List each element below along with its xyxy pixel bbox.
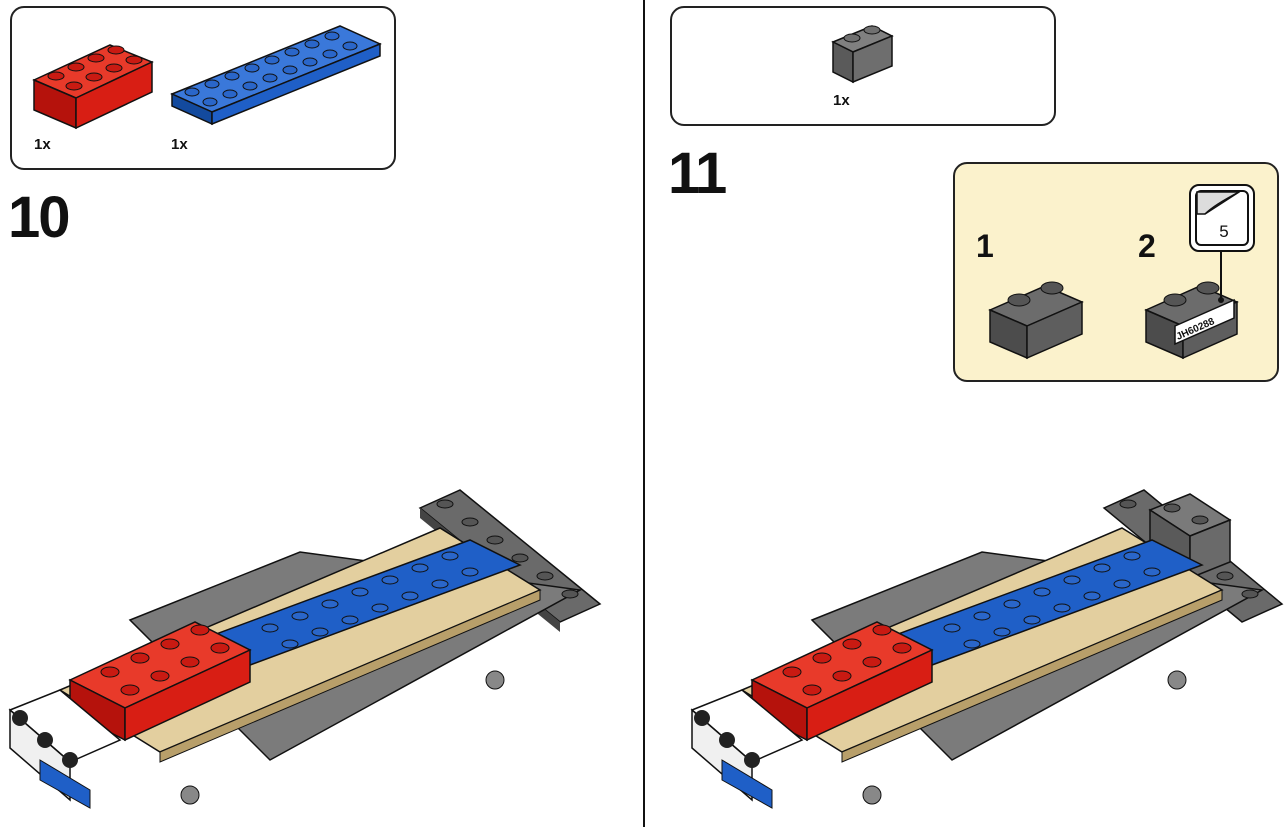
part-qty-red-brick: 1x	[34, 136, 51, 153]
step-number-10: 10	[8, 185, 70, 250]
blue-plate-part-image	[170, 25, 382, 126]
substep-number-1: 1	[976, 228, 994, 264]
model-step-11	[690, 489, 1284, 809]
sticker-sheet-number: 5	[1219, 222, 1229, 241]
sticker-peel-icon	[1196, 191, 1242, 215]
gray-brick-part-image	[831, 25, 894, 84]
page-divider	[643, 0, 645, 827]
part-qty-gray-brick: 1x	[833, 92, 850, 109]
substep-1-brick	[988, 281, 1084, 360]
red-brick-part-image	[32, 44, 154, 130]
model-step-10	[8, 489, 602, 809]
sticker-icon: 5	[1195, 190, 1249, 246]
substep-number-2: 2	[1138, 228, 1156, 264]
step-number-11: 11	[668, 141, 727, 206]
substep-2-brick-with-sticker: JH60288	[1144, 250, 1239, 360]
part-qty-blue-plate: 1x	[171, 136, 188, 153]
